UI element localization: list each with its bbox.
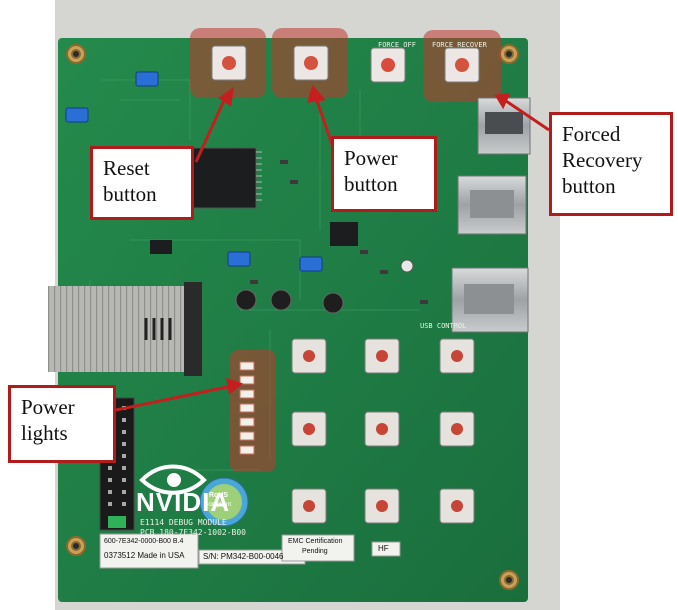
callout-line: Power bbox=[344, 146, 398, 170]
rohs-compliant-text: Compliant bbox=[204, 502, 232, 508]
emc-line-1: EMC Certification bbox=[288, 538, 343, 545]
callout-line: button bbox=[344, 172, 398, 196]
force-recovery-silkscreen: FORCE RECOVER bbox=[432, 41, 487, 49]
jumpers bbox=[65, 71, 323, 272]
capacitors bbox=[235, 259, 414, 314]
serial-number: S/N: PM342-B00-0046 bbox=[203, 552, 284, 561]
power-lights-callout: Power lights bbox=[8, 385, 116, 463]
power-led-strip bbox=[230, 350, 276, 472]
power-push-button bbox=[272, 28, 348, 98]
reset-push-button bbox=[190, 28, 266, 98]
usb-connectors bbox=[451, 97, 531, 333]
forced-recovery-push-button bbox=[423, 30, 501, 102]
ribbon-cable bbox=[48, 282, 202, 376]
force-off-push-button bbox=[370, 47, 406, 83]
small-ic-chip bbox=[330, 222, 358, 246]
pcb-number: PCB 180-7E342-1002-B00 bbox=[140, 528, 246, 537]
callout-line: Forced bbox=[562, 122, 621, 146]
callout-line: lights bbox=[21, 421, 68, 445]
callout-line: Power bbox=[21, 395, 75, 419]
power-button-callout: Power button bbox=[331, 136, 437, 212]
nvidia-logo-text: NVIDIA bbox=[136, 487, 231, 517]
callout-line: button bbox=[103, 182, 157, 206]
board-title: E1114 DEBUG MODULE bbox=[140, 518, 227, 527]
force-off-silkscreen: FORCE OFF bbox=[378, 41, 416, 49]
forced-recovery-button-callout: Forced Recovery button bbox=[549, 112, 673, 216]
usb-control-silkscreen: USB CONTROL bbox=[420, 322, 467, 330]
part-number-label bbox=[99, 533, 199, 569]
rohs-text: RoHS bbox=[209, 492, 229, 499]
callout-line: button bbox=[562, 174, 616, 198]
emc-label bbox=[281, 534, 355, 562]
reset-button-callout: Reset button bbox=[90, 146, 194, 220]
button-grid bbox=[291, 338, 475, 524]
hf-text: HF bbox=[378, 544, 389, 553]
label-line-1: 600-7E342-0000-B00 B.4 bbox=[104, 538, 184, 545]
hf-label bbox=[371, 541, 401, 557]
callout-line: Reset bbox=[103, 156, 150, 180]
nvidia-logo-icon bbox=[139, 464, 207, 495]
main-ic-chip bbox=[184, 147, 262, 209]
small-ic-chip-2 bbox=[150, 240, 172, 254]
callout-arrows bbox=[115, 85, 550, 412]
rohs-sticker bbox=[199, 477, 249, 527]
callout-line: Recovery bbox=[562, 148, 643, 172]
label-line-2: 0373512 Made in USA bbox=[104, 551, 185, 560]
emc-line-2: Pending bbox=[302, 548, 328, 555]
